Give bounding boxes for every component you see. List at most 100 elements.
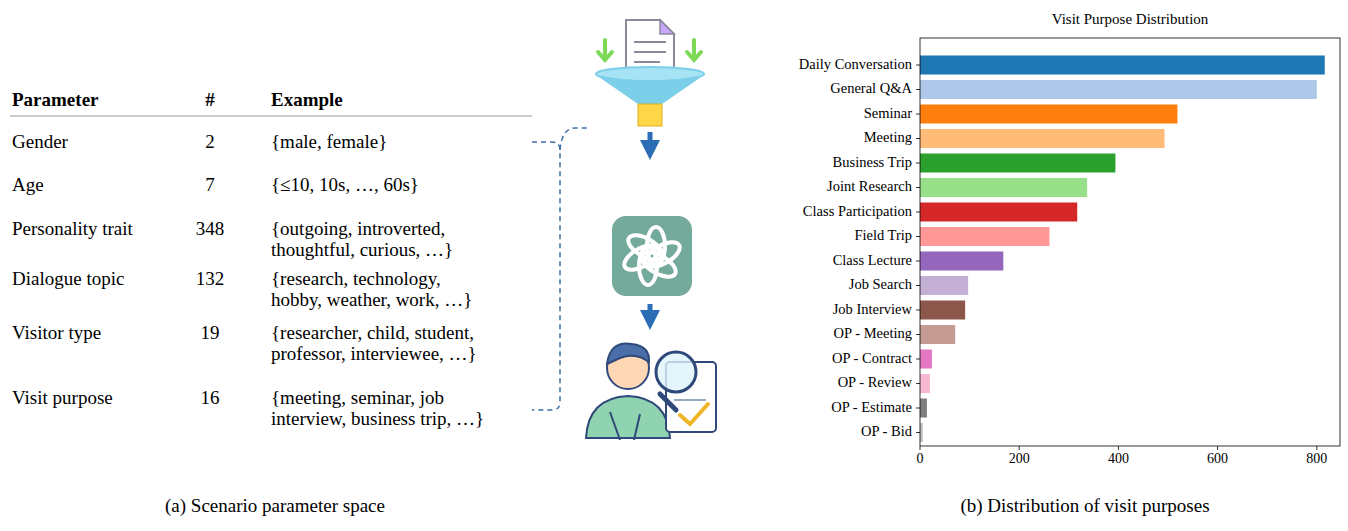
y-tick bbox=[916, 236, 920, 237]
bar bbox=[920, 203, 1077, 222]
bar bbox=[920, 227, 1049, 246]
category-label: OP - Contract bbox=[832, 351, 912, 367]
category-label: Class Participation bbox=[803, 204, 912, 220]
parameter-name: Visitor type bbox=[12, 323, 101, 344]
y-tick bbox=[916, 383, 920, 384]
y-tick bbox=[916, 187, 920, 188]
bar bbox=[920, 374, 930, 393]
document-line bbox=[634, 61, 660, 63]
reviewer-icon bbox=[586, 343, 716, 440]
x-tick bbox=[1316, 446, 1317, 450]
x-tick bbox=[1217, 446, 1218, 450]
parameter-example: {≤10, 10s, …, 60s} bbox=[271, 175, 489, 196]
category-label: Business Trip bbox=[833, 155, 912, 171]
category-label: Class Lecture bbox=[833, 253, 912, 269]
bar bbox=[920, 129, 1165, 148]
subfigure-caption: (b) Distribution of visit purposes bbox=[960, 496, 1209, 517]
magnifier-lens bbox=[656, 352, 696, 392]
filter-icon bbox=[596, 20, 704, 126]
logo-petal bbox=[624, 230, 666, 265]
person-hair bbox=[607, 343, 649, 364]
category-label: Job Interview bbox=[833, 302, 912, 318]
bar bbox=[920, 154, 1115, 173]
parameter-name: Personality trait bbox=[12, 219, 133, 240]
category-label: Joint Research bbox=[827, 179, 912, 195]
parameter-count: 16 bbox=[201, 388, 220, 409]
person-arm bbox=[610, 412, 640, 440]
tick-label: 400 bbox=[1108, 451, 1129, 466]
chatgpt-logo bbox=[612, 216, 692, 296]
funnel-spout bbox=[638, 104, 662, 126]
flow-arrow bbox=[648, 132, 653, 150]
y-tick bbox=[916, 359, 920, 360]
person-body bbox=[586, 396, 670, 438]
category-label: OP - Bid bbox=[861, 424, 912, 440]
tick-label: 800 bbox=[1306, 451, 1327, 466]
bracket-tip bbox=[560, 128, 590, 150]
category-label: Job Search bbox=[849, 277, 912, 293]
x-tick bbox=[920, 446, 921, 450]
y-tick bbox=[916, 432, 920, 433]
category-label: Daily Conversation bbox=[799, 57, 912, 73]
parameter-example: {meeting, seminar, job interview, busine… bbox=[271, 388, 489, 430]
document-fold bbox=[660, 20, 674, 34]
y-tick bbox=[916, 408, 920, 409]
category-label: OP - Meeting bbox=[834, 326, 912, 342]
table-rule bbox=[10, 116, 532, 117]
bar bbox=[920, 399, 927, 418]
column-header: Example bbox=[271, 90, 343, 111]
category-label: Field Trip bbox=[854, 228, 912, 244]
bar bbox=[920, 252, 1003, 271]
tick-label: 600 bbox=[1207, 451, 1228, 466]
y-tick bbox=[916, 261, 920, 262]
y-tick bbox=[916, 212, 920, 213]
bar bbox=[920, 423, 923, 442]
green-arrow bbox=[598, 40, 612, 60]
bar bbox=[920, 325, 955, 344]
document-line bbox=[634, 51, 666, 53]
document-line bbox=[634, 41, 666, 43]
check-mark bbox=[680, 404, 708, 424]
column-header: Parameter bbox=[12, 90, 99, 111]
bar bbox=[920, 80, 1317, 99]
bar bbox=[920, 276, 968, 295]
y-tick bbox=[916, 114, 920, 115]
bar bbox=[920, 178, 1087, 197]
parameter-example: {researcher, child, student, professor, … bbox=[271, 323, 489, 365]
y-tick bbox=[916, 89, 920, 90]
parameter-example: {outgoing, introverted, thoughtful, curi… bbox=[271, 219, 489, 261]
category-label: Seminar bbox=[864, 106, 912, 122]
bar bbox=[920, 105, 1177, 124]
category-label: OP - Estimate bbox=[831, 400, 912, 416]
bar-chart bbox=[916, 38, 1340, 450]
bar bbox=[920, 301, 965, 320]
parameter-example: {male, female} bbox=[271, 132, 489, 153]
tick-label: 0 bbox=[917, 451, 924, 466]
y-tick bbox=[916, 310, 920, 311]
logo-tile bbox=[612, 216, 692, 296]
bar bbox=[920, 56, 1325, 75]
y-tick bbox=[916, 65, 920, 66]
y-tick bbox=[916, 334, 920, 335]
parameter-count: 19 bbox=[201, 323, 220, 344]
category-label: Meeting bbox=[864, 130, 912, 146]
category-label: OP - Review bbox=[838, 375, 912, 391]
parameter-count: 132 bbox=[196, 269, 225, 290]
green-arrow bbox=[687, 40, 701, 60]
parameter-count: 348 bbox=[196, 219, 225, 240]
parameter-count: 2 bbox=[205, 132, 215, 153]
flow-arrow bbox=[648, 304, 653, 320]
chart-title: Visit Purpose Distribution bbox=[1052, 11, 1209, 28]
magnifier-handle bbox=[660, 394, 676, 410]
parameter-name: Visit purpose bbox=[12, 388, 113, 409]
parameter-count: 7 bbox=[205, 175, 215, 196]
x-tick bbox=[1019, 446, 1020, 450]
category-label: General Q&A bbox=[830, 81, 912, 97]
y-tick bbox=[916, 138, 920, 139]
funnel-body bbox=[596, 75, 704, 104]
parameter-example: {research, technology, hobby, weather, w… bbox=[271, 269, 489, 311]
axes-frame bbox=[920, 38, 1340, 446]
bar bbox=[920, 350, 932, 369]
